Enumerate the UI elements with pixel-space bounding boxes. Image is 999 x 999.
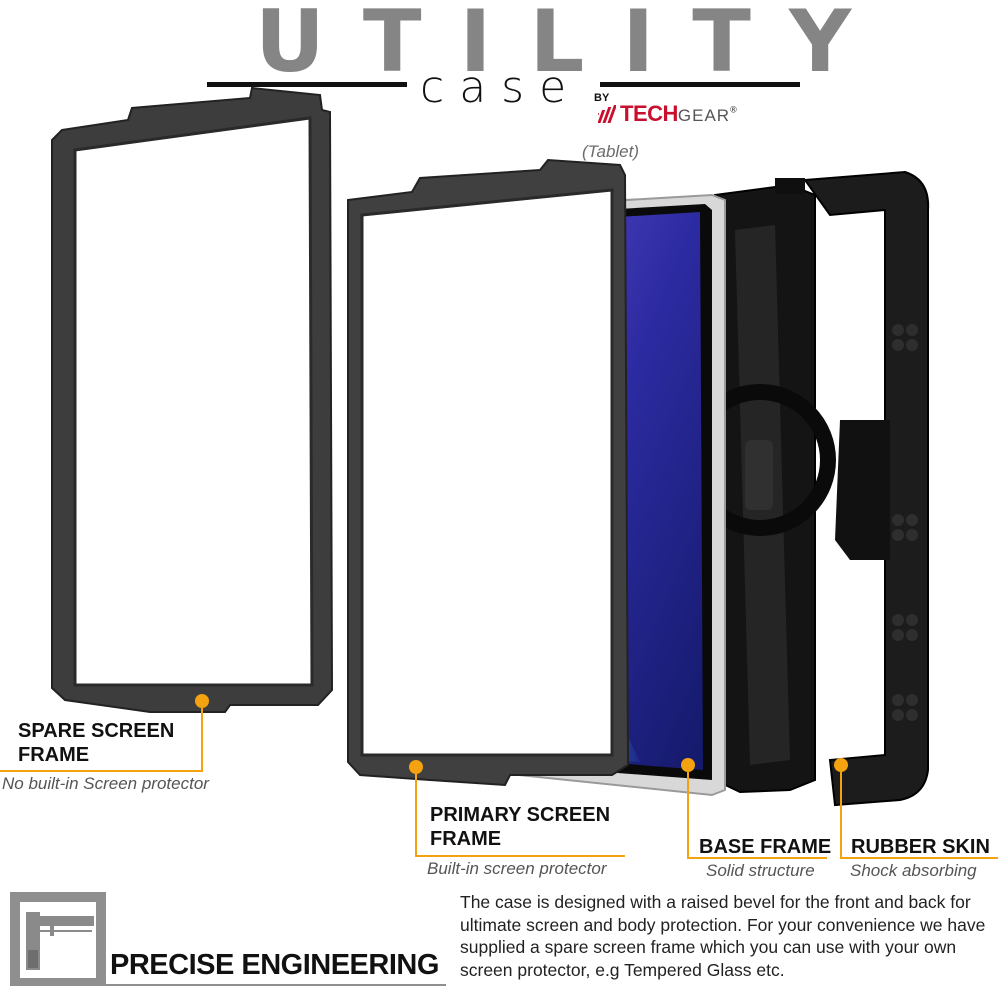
tablet-label: (Tablet): [582, 142, 640, 161]
brand-by: BY: [594, 92, 610, 104]
product-subtitle: case: [420, 62, 582, 113]
base-frame-subtitle: Solid structure: [706, 861, 815, 880]
rubber-skin-callout-dot: [834, 758, 848, 772]
primary-frame-subtitle: Built-in screen protector: [427, 859, 607, 878]
title-right-rule: [600, 82, 800, 87]
rubber-skin-callout-line: [840, 772, 842, 858]
base-frame-callout-underline: [687, 857, 827, 859]
brand-tech: TECH: [620, 101, 678, 126]
primary-screen-frame: [347, 158, 630, 787]
product-title: UTILITY: [255, 0, 890, 92]
rubber-skin-callout-underline: [840, 857, 998, 859]
brand-registered: ®: [730, 104, 737, 115]
primary-frame-callout-dot: [409, 760, 423, 774]
caliper-icon: [26, 912, 94, 970]
primary-frame-title: PRIMARY SCREEN FRAME: [430, 804, 611, 850]
spare-frame-title: SPARE SCREEN FRAME: [18, 720, 175, 766]
rubber-skin-title: RUBBER SKIN: [851, 836, 990, 858]
base-frame-callout-dot: [681, 758, 695, 772]
base-frame-title: BASE FRAME: [699, 836, 832, 858]
brand-gear: GEAR: [677, 106, 731, 125]
spare-screen-frame: [51, 86, 334, 713]
brand-logo: TECHGEAR®: [620, 101, 737, 127]
title-left-rule: [207, 82, 407, 87]
primary-frame-callout-underline: [415, 855, 625, 857]
section-heading: PRECISE ENGINEERING: [110, 949, 439, 981]
primary-frame-callout-line: [415, 774, 417, 856]
brand-logo-icon: [598, 105, 616, 123]
base-frame-callout-line: [687, 772, 689, 858]
rubber-skin: [803, 170, 930, 807]
engineering-underline: [106, 984, 446, 986]
spare-frame-callout-line: [201, 708, 203, 770]
spare-frame-callout-underline: [0, 770, 203, 772]
spare-frame-subtitle: No built-in Screen protector: [2, 774, 209, 793]
rubber-skin-subtitle: Shock absorbing: [850, 861, 977, 880]
spare-frame-callout-dot: [195, 694, 209, 708]
description-text: The case is designed with a raised bevel…: [460, 892, 986, 980]
